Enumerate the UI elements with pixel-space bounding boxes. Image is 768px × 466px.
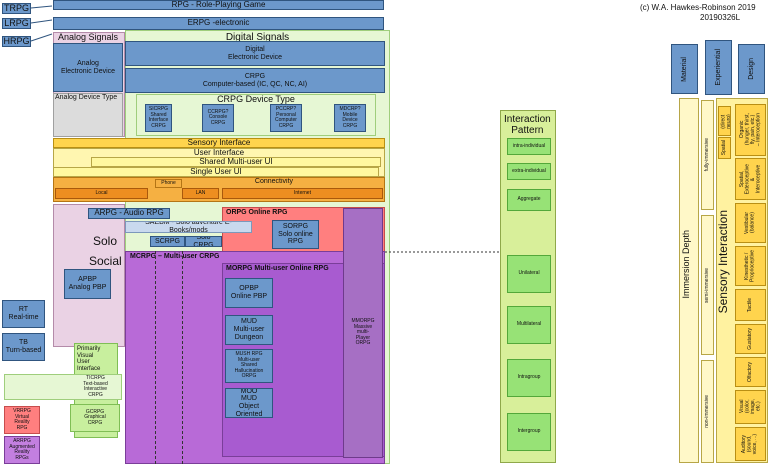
immersion-depth-title: Immersion Depth [681, 230, 691, 299]
experiential-header: Experiential [705, 40, 732, 95]
shared-ui-bar: Shared Multi-user UI [91, 157, 381, 167]
sorpg-box: SORPG Solo online RPG [272, 220, 319, 249]
lrpg-box: LRPG [2, 18, 31, 29]
moo-box: MOO MUD Object Oriented [225, 388, 273, 418]
device-type-console: CCRPG? Console CRPG [202, 104, 234, 132]
scrpg-box: SCRPG [150, 236, 185, 247]
interaction-unilateral: Unilateral [507, 255, 551, 293]
dashed-guide-2 [182, 251, 183, 464]
interaction-intragroup: Intragroup [507, 359, 551, 397]
digital-signals-header: Digital Signals [225, 32, 290, 43]
connector-lines [30, 5, 53, 42]
arpg-box: ARPG - Audio RPG [88, 208, 170, 219]
immersion-depth-region [679, 98, 699, 463]
trpg-box: TRPG [2, 3, 31, 14]
material-header: Material [671, 44, 698, 94]
analog-device-type-label: Analog Device Type [55, 94, 118, 101]
interaction-intergroup: Intergroup [507, 413, 551, 451]
hrpg-box: HRPG [2, 36, 31, 47]
mush-box: MUSH RPG Multi-user Shared Hallucination… [225, 349, 273, 383]
immersion-non: non-immersive [701, 360, 714, 463]
arrpg-box: ARRPG Augmented Reality RPGs [4, 436, 40, 464]
device-type-mobile: MDCRP? Mobile Device CRPG [334, 104, 366, 132]
erpg-bar: ERPG -electronic [53, 17, 384, 30]
sense-olfactory: Olfactory [735, 357, 766, 387]
apbp-box: APBP Analog PBP [64, 269, 111, 299]
mmorpg-box: MMORPG Massive multi- Player ORPG [343, 208, 383, 458]
solo-label: Solo [93, 234, 118, 248]
analog-device-type-region [53, 93, 123, 137]
design-header: Design [738, 44, 765, 94]
gcrpg-box: GCRPG Graphical CRPG [70, 404, 120, 432]
dashed-guide-1 [155, 251, 156, 464]
credit-line-1: (c) W.A. Hawkes-Robinson 2019 [640, 3, 756, 12]
sense-spatial: Spatial, Exteroceptive & Interoceptive [735, 158, 766, 200]
turnbased-box: TB Turn-based [2, 333, 45, 361]
interaction-intra-individual: intra-individual [507, 138, 551, 155]
social-label: Social [89, 254, 122, 268]
crpg-box: CRPG Computer-based (IC, QC, NC, AI) [125, 68, 385, 93]
analog-signals-header: Analog Signals [58, 32, 119, 42]
crpg-device-type-title: CRPG Device Type [217, 94, 295, 104]
rpg-bar: RPG - Role-Playing Game [53, 0, 384, 10]
interaction-aggregate: Aggregate [507, 189, 551, 211]
ticrpg-box: TICRPG Text-based Interactive CRPG [4, 374, 122, 400]
lan-box: LAN [182, 188, 219, 199]
interaction-multilateral: Multilateral [507, 306, 551, 344]
analog-device-box: Analog Electronic Device [53, 43, 123, 92]
saebm-box: SAEBM - Solo adventure E-Books/mods [125, 221, 252, 233]
interaction-pattern-title: Interaction Pattern [504, 114, 551, 136]
local-box: Local [55, 188, 148, 199]
device-type-shared: SICRPG Shared Interface CRPG [145, 104, 172, 132]
device-type-pc: PCCRP? Personal Computer CRPG [270, 104, 302, 132]
credit-line-2: 20190326L [700, 13, 741, 22]
connectivity-label: Connectivity [254, 178, 294, 185]
sense-visual: Visual (color, image, etc.) [735, 390, 766, 424]
single-ui-bar: Single User UI [53, 167, 379, 177]
sense-kinesthetic: Kinesthetic / Proprioceptive [735, 246, 766, 286]
digital-device-box: Digital Electronic Device [125, 41, 385, 66]
sense-organic: Organic (hunger, thirst, fly, pain, etc.… [735, 104, 766, 156]
sense-spatial-side: Spatial [718, 137, 731, 159]
sense-neural-side: Neural (direct neuro) [718, 106, 731, 136]
opbp-box: OPBP Online PBP [225, 278, 273, 308]
realtime-box: RT Real-time [2, 300, 45, 328]
interaction-extra-individual: extra-individual [507, 163, 551, 180]
orpg-label: ORPG Online RPG [226, 209, 288, 216]
dashed-connector [385, 251, 500, 253]
phone-box: Phone [155, 179, 182, 188]
immersion-semi: semi-immersive [701, 215, 714, 355]
sensory-interaction-title: Sensory Interaction [716, 210, 730, 314]
sense-auditory: Auditory (sound, voice, ...) [735, 427, 766, 461]
sense-vestibular: Vestibular (balance) [735, 203, 766, 243]
sense-gustatory: Gustatory [735, 324, 766, 354]
solo-crpg-box: Solo CRPG [185, 236, 222, 247]
mud-box: MUD Multi-user Dungeon [225, 315, 273, 345]
sense-tactile: Tactile [735, 289, 766, 321]
sensory-interface-bar: Sensory Interface [53, 138, 385, 148]
internet-box: Internet [222, 188, 383, 199]
immersion-fully: fully-immersive [701, 100, 714, 210]
mcrpg-label: MCRPG – Multi-user CRPG [130, 253, 220, 260]
morpg-label: MORPG Multi-user Online RPG [226, 265, 329, 272]
vrrpg-box: VRRPG Virtual Reality RPG [4, 406, 40, 434]
user-interface-label: User Interface [193, 148, 245, 157]
